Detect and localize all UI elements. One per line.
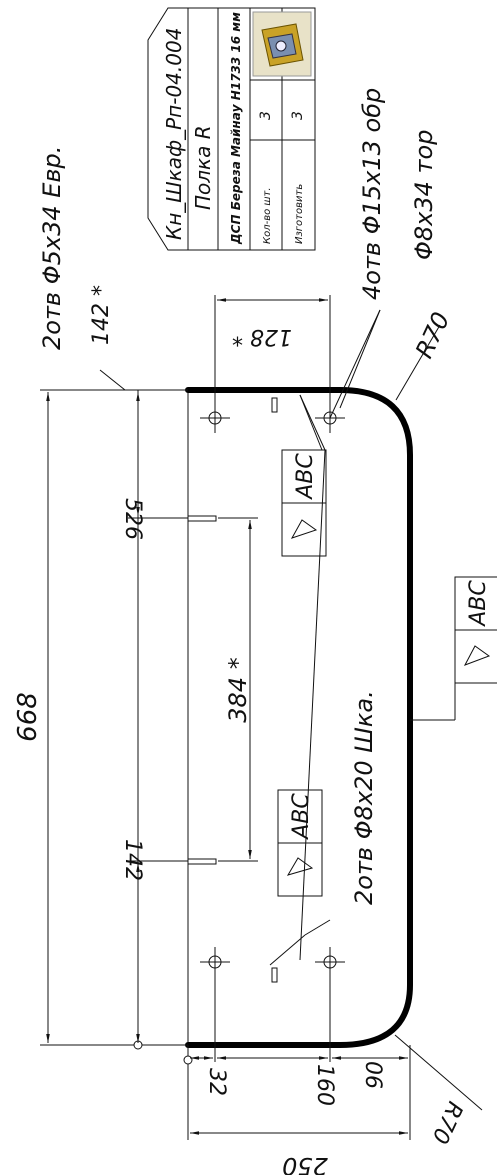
dim-hole-pitch: 384 * — [224, 657, 252, 722]
dim-bottom-32: 32 — [204, 1068, 229, 1096]
title-block: Кн_Шкаф_Рп-04.004 Полка R ДСП Береза Май… — [147, 7, 316, 251]
edge-label-bottom: ABC — [466, 580, 491, 628]
rounded-edge-contour — [185, 387, 413, 1048]
dim-left-section: 142 — [120, 839, 145, 881]
callout-radius-bottom: R70 — [426, 1097, 467, 1147]
dowel-slot-top — [271, 397, 278, 413]
shelf-pin-slot-bottom — [187, 858, 217, 865]
dim-bottom-160: 160 — [312, 1064, 337, 1106]
callout-holes-right-a: 4отв Φ15x13 обр — [358, 88, 386, 300]
dim-overall-width: 250 — [282, 1152, 328, 1175]
dim-right-offset: 526 — [120, 498, 145, 540]
part-outline — [185, 387, 413, 1048]
dim-bottom-90: 06 — [360, 1061, 385, 1089]
edge-band-symbol-top: ABC — [281, 394, 327, 557]
callout-radius-top: R70 — [410, 308, 455, 363]
title-qty-value-1: 3 — [258, 111, 274, 120]
dim-vertical-offset: 128 * — [232, 324, 292, 349]
callout-holes-center: 2отв Φ8x20 Шка. — [350, 690, 378, 905]
edge-band-symbol-bottom: ABC — [410, 576, 497, 721]
title-name: Полка R — [191, 125, 215, 210]
title-qty-value-2: 3 — [290, 111, 306, 120]
dimension-lines: 668 526 142 384 * 128 * 32 160 06 250 — [13, 295, 411, 1175]
callout-holes-right-b: Φ8x34 тор — [410, 130, 438, 260]
dim-total-length: 668 — [13, 692, 43, 742]
callout-holes-top: 2отв Φ5x34 Евр. — [38, 146, 66, 350]
shelf-preview-thumbnail — [252, 11, 312, 77]
edge-label-top: ABC — [293, 453, 318, 501]
edge-band-symbol-middle: ABC — [277, 789, 323, 897]
dowel-slot-bottom — [271, 967, 278, 983]
dim-top-spacing: 142 * — [89, 285, 114, 345]
shelf-pin-slot-top — [187, 515, 217, 522]
callout-labels: 2отв Φ5x34 Евр. 142 * 4отв Φ15x13 обр Φ8… — [38, 88, 483, 1147]
hole-markers — [187, 397, 345, 983]
edge-label-middle: ABC — [289, 793, 314, 841]
title-made-label: Изготовить — [294, 184, 305, 244]
title-qty-label: Кол-во шт. — [262, 187, 273, 244]
title-material: ДСП Береза Майнау Н1733 16 мм — [229, 12, 243, 245]
title-code: Кн_Шкаф_Рп-04.004 — [162, 28, 186, 240]
